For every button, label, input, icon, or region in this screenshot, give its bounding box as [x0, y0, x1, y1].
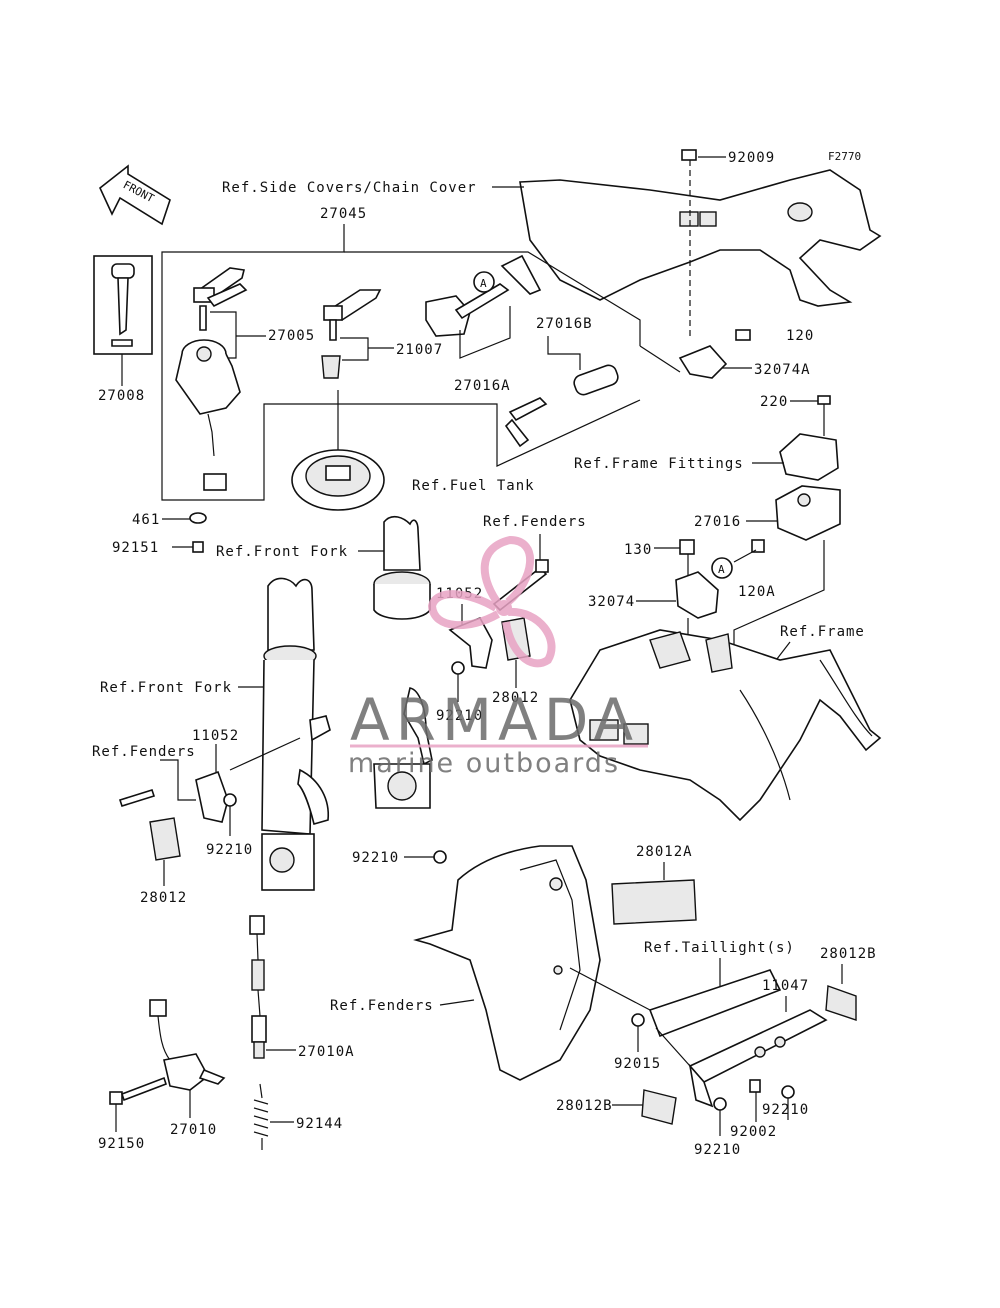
label-ref-fuel-tank: Ref.Fuel Tank — [412, 478, 535, 494]
label-27008: 27008 — [98, 388, 145, 404]
reflector-28012B-top-part — [825, 985, 857, 1021]
left-fork-tube-part — [261, 577, 331, 891]
callout-a-2: A — [718, 563, 725, 576]
label-92002: 92002 — [730, 1124, 777, 1140]
label-32074: 32074 — [588, 594, 635, 610]
label-120A: 120A — [738, 584, 776, 600]
frame-fitting-plate-part — [779, 433, 839, 481]
label-21007: 21007 — [396, 342, 443, 358]
frame-part — [569, 629, 882, 822]
spring-92144-part — [253, 1083, 269, 1150]
taillight-bracket-part — [648, 969, 782, 1038]
label-ref-fenders-2: Ref.Fenders — [92, 744, 196, 760]
label-92151: 92151 — [112, 540, 159, 556]
license-bracket-part — [688, 1009, 828, 1108]
bracket-32074A-part — [678, 329, 751, 379]
switch-27010A-part — [249, 915, 267, 1059]
seat-lock-part — [425, 254, 542, 337]
upper-fork-tube-part — [373, 515, 431, 620]
reflector-28012A-part — [611, 879, 697, 925]
label-92015: 92015 — [614, 1056, 661, 1072]
label-11052-lower: 11052 — [192, 728, 239, 744]
label-ref-frame-fittings: Ref.Frame Fittings — [574, 456, 744, 472]
label-27045: 27045 — [320, 206, 367, 222]
reflector-28012B-lower-part — [641, 1089, 677, 1125]
bracket-11052-lower-part — [195, 770, 229, 823]
label-27010: 27010 — [170, 1122, 217, 1138]
label-92150: 92150 — [98, 1136, 145, 1152]
label-28012B-top: 28012B — [820, 946, 877, 962]
figure-code: F2770 — [828, 150, 861, 163]
label-32074A: 32074A — [754, 362, 811, 378]
callout-a-1: A — [480, 277, 487, 290]
label-130: 130 — [624, 542, 652, 558]
reflector-28012-lower-part — [149, 817, 181, 861]
front-arrow-icon: FRONT — [99, 164, 171, 226]
label-92210-upper: 92210 — [436, 708, 483, 724]
keys-21007-part — [321, 289, 382, 379]
label-92009: 92009 — [728, 150, 775, 166]
label-ref-front-fork-1: Ref.Front Fork — [216, 544, 348, 560]
label-ref-fenders-3: Ref.Fenders — [330, 998, 434, 1014]
label-27016B: 27016B — [536, 316, 593, 332]
seat-lock-body-part — [775, 485, 841, 541]
label-27010A: 27010A — [298, 1044, 355, 1060]
label-92144: 92144 — [296, 1116, 343, 1132]
label-92210-left: 92210 — [206, 842, 253, 858]
label-28012B-lower: 28012B — [556, 1098, 613, 1114]
label-ref-fenders-1: Ref.Fenders — [483, 514, 587, 530]
label-ref-front-fork-2: Ref.Front Fork — [100, 680, 232, 696]
helmet-lock-part — [504, 364, 619, 448]
label-ref-taillight: Ref.Taillight(s) — [644, 940, 795, 956]
label-220: 220 — [760, 394, 788, 410]
side-cover-part — [519, 169, 882, 307]
propeller-icon — [427, 535, 556, 668]
fuel-cap-part — [291, 449, 385, 511]
label-92210-center: 92210 — [352, 850, 399, 866]
watermark-tagline: marine outboards — [348, 748, 620, 779]
label-11047: 11047 — [762, 978, 809, 994]
label-28012A: 28012A — [636, 844, 693, 860]
label-27016: 27016 — [694, 514, 741, 530]
label-ref-frame: Ref.Frame — [780, 624, 865, 640]
bracket-32074-part — [675, 571, 719, 619]
ignition-switch-part — [175, 339, 241, 491]
keys-27005-part — [193, 267, 248, 331]
rear-fender-part — [413, 845, 601, 1081]
bolt-92150-part — [109, 1076, 168, 1105]
label-92210-bottom: 92210 — [694, 1142, 741, 1158]
label-27005: 27005 — [268, 328, 315, 344]
key-card-part — [93, 255, 153, 355]
label-27016A: 27016A — [454, 378, 511, 394]
label-92210-right: 92210 — [762, 1102, 809, 1118]
label-28012-upper: 28012 — [492, 690, 539, 706]
watermark-logo: ARMADA marine outboards — [348, 535, 648, 779]
label-120: 120 — [786, 328, 814, 344]
label-461: 461 — [132, 512, 160, 528]
watermark-brand: ARMADA — [350, 686, 639, 754]
label-ref-side-covers: Ref.Side Covers/Chain Cover — [222, 180, 477, 196]
switch-27010-part — [149, 999, 226, 1091]
label-28012-lower: 28012 — [140, 890, 187, 906]
